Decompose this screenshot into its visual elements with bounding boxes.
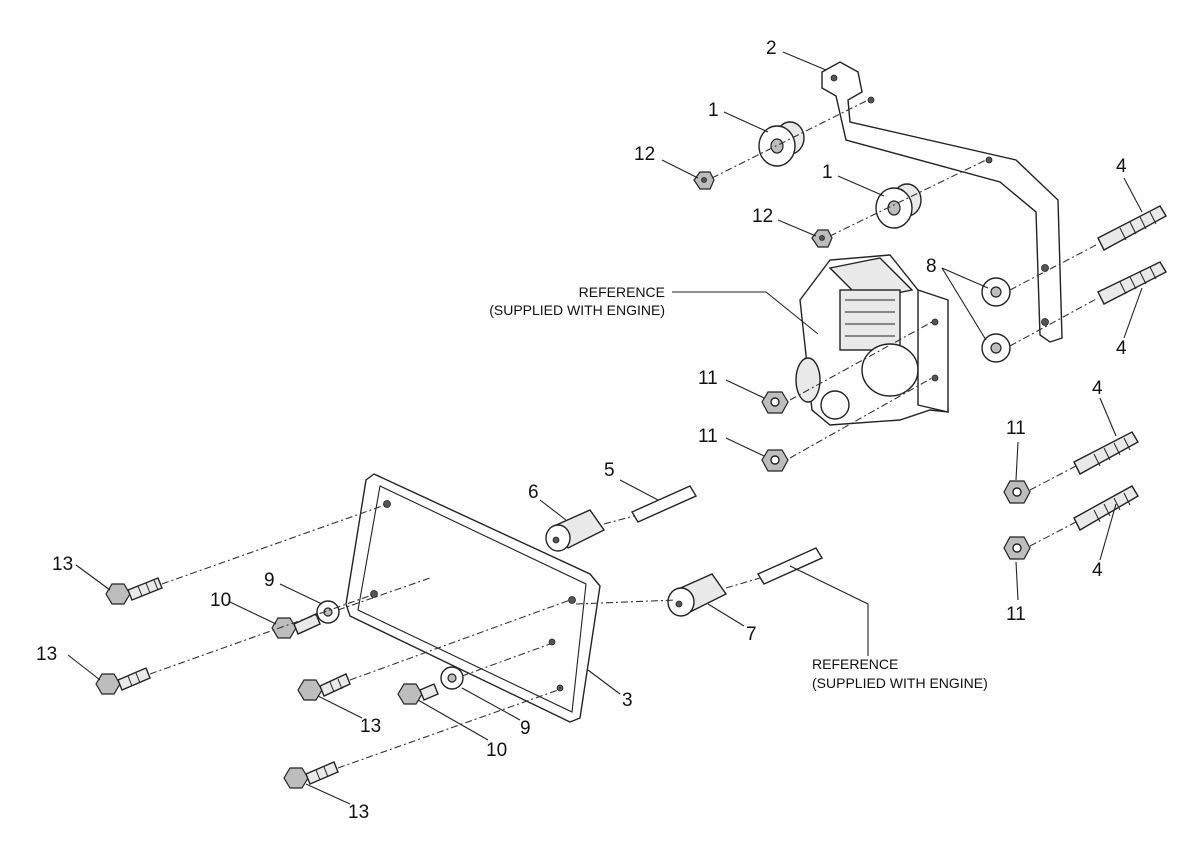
bolt-13-a — [105, 577, 163, 605]
callout-13-d: 13 — [348, 802, 369, 823]
callout-11-b: 11 — [698, 426, 718, 447]
callout-2: 2 — [766, 38, 777, 59]
callout-11-d: 11 — [1006, 604, 1026, 625]
nut-11-d — [1003, 536, 1031, 560]
callout-4-c: 4 — [1092, 378, 1103, 399]
callout-7: 7 — [746, 624, 757, 645]
callout-1-upper: 1 — [708, 100, 719, 121]
assembly-centerlines — [149, 99, 1099, 769]
callout-12-lower: 12 — [752, 206, 773, 227]
reference-upper-line2: (SUPPLIED WITH ENGINE) — [489, 302, 665, 318]
callout-4-b: 4 — [1116, 338, 1127, 359]
nut-11-a — [761, 391, 789, 414]
isolator-upper — [758, 121, 805, 167]
engine-control-module — [795, 254, 949, 426]
bolt-13-d — [283, 761, 339, 789]
callout-11-c: 11 — [1006, 418, 1026, 439]
stud-4-c — [1073, 431, 1139, 475]
washer-9-lower — [440, 666, 464, 690]
callout-5: 5 — [604, 460, 615, 481]
callout-13-c: 13 — [360, 716, 381, 737]
callout-3: 3 — [622, 690, 633, 711]
callout-12-upper: 12 — [634, 144, 655, 165]
callout-labels: 2 1 1 12 12 4 4 8 11 11 4 4 11 11 5 6 7 … — [36, 38, 1127, 823]
screw-12-upper — [693, 171, 715, 190]
callout-4-a: 4 — [1116, 156, 1127, 177]
pin-5 — [630, 485, 698, 523]
spacer-8-upper — [981, 277, 1011, 307]
callout-10-upper: 10 — [210, 590, 231, 611]
stud-4-d — [1073, 485, 1139, 531]
reference-lower-line2: (SUPPLIED WITH ENGINE) — [812, 675, 988, 691]
callout-8: 8 — [926, 256, 937, 277]
callout-1-lower: 1 — [822, 162, 833, 183]
bolt-10-upper — [271, 613, 321, 639]
callout-10-lower: 10 — [486, 740, 507, 761]
spacer-8-lower — [981, 333, 1011, 363]
stud-4-b — [1097, 261, 1167, 305]
callout-6: 6 — [528, 482, 539, 503]
screw-12-lower — [811, 229, 833, 248]
callout-11-a: 11 — [698, 368, 718, 389]
bolt-10-lower — [397, 683, 439, 705]
nut-11-c — [1003, 480, 1031, 504]
spacer-7 — [667, 573, 728, 617]
nut-11-b — [761, 449, 789, 472]
callout-4-d: 4 — [1092, 560, 1103, 581]
reference-label-lower: REFERENCE (SUPPLIED WITH ENGINE) — [812, 656, 988, 691]
callout-13-a: 13 — [52, 554, 73, 575]
stud-4-a — [1097, 205, 1167, 251]
washer-9-upper — [316, 600, 340, 624]
bolt-13-c — [297, 673, 351, 701]
lower-mounting-plate — [345, 473, 601, 723]
callout-9-lower: 9 — [520, 718, 531, 739]
upper-mounting-bracket — [821, 61, 1063, 343]
bolt-13-b — [95, 667, 151, 695]
callout-13-b: 13 — [36, 644, 57, 665]
leader-lines — [67, 51, 1143, 805]
reference-label-upper: REFERENCE (SUPPLIED WITH ENGINE) — [489, 284, 665, 318]
spacer-6 — [545, 509, 606, 552]
callout-9-upper: 9 — [264, 570, 275, 591]
reference-lower-line1: REFERENCE — [812, 656, 898, 672]
isolator-lower — [875, 183, 922, 229]
reference-upper-line1: REFERENCE — [579, 284, 665, 300]
